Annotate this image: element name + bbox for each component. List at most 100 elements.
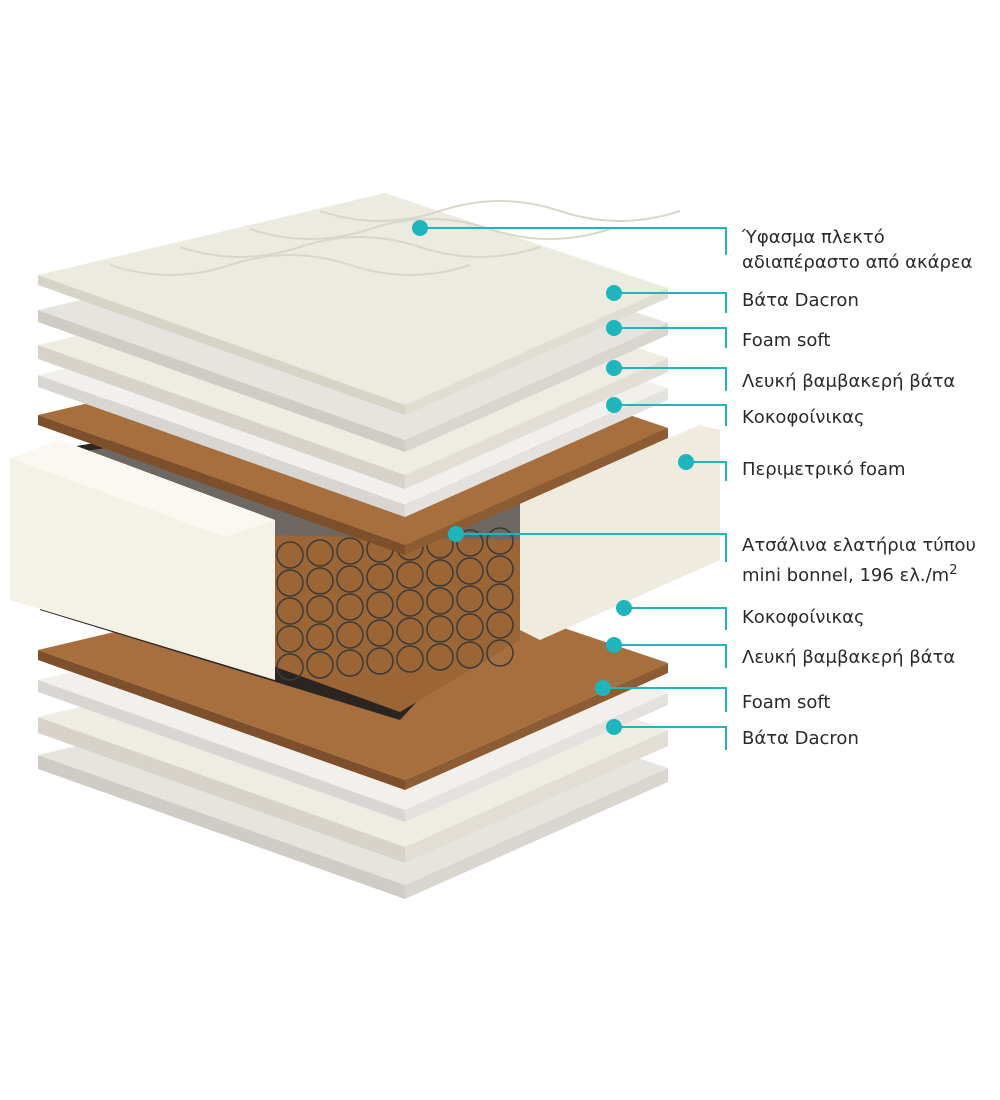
dacron-top-left-face — [38, 310, 405, 452]
spring-coil — [366, 563, 394, 591]
spring-coil — [456, 641, 484, 669]
spring-coil — [366, 591, 394, 619]
callout-dot — [606, 719, 622, 735]
callout-leader-line — [614, 292, 727, 313]
callout-dot — [412, 220, 428, 236]
spring-coil — [486, 611, 514, 639]
label-line: Ατσάλινα ελατήρια τύπου — [742, 535, 976, 556]
callout-leader-line — [603, 687, 727, 712]
callout-dot — [595, 680, 611, 696]
callout-dot — [678, 454, 694, 470]
label-dacron-top: Βάτα Dacron — [742, 290, 859, 311]
coconut-bottom-left-face — [38, 650, 405, 790]
callout-dot — [606, 320, 622, 336]
spring-coil — [486, 583, 514, 611]
spring-coil — [276, 653, 304, 681]
spring-coil — [336, 649, 364, 677]
spring-coil — [456, 613, 484, 641]
foam-soft-top-right-face — [405, 358, 668, 489]
label-coconut-bottom: Κοκοφοίνικας — [742, 607, 865, 628]
callout-leader-line — [624, 607, 727, 630]
callout-dot — [606, 285, 622, 301]
callout-dot — [606, 397, 622, 413]
label-springs: Ατσάλινα ελατήρια τύπου mini bonnel, 196… — [742, 533, 976, 588]
callout-leader-line — [614, 367, 727, 391]
spring-coil — [276, 569, 304, 597]
spring-coil — [396, 589, 424, 617]
spring-coil — [336, 537, 364, 565]
cotton-bottom-left-face — [38, 680, 405, 822]
foam-soft-bottom-right-face — [405, 730, 668, 863]
spring-coil — [306, 567, 334, 595]
cotton-bottom-right-face — [405, 693, 668, 822]
spring-coil — [366, 619, 394, 647]
spring-coil — [426, 615, 454, 643]
spring-coil — [336, 565, 364, 593]
spring-coil — [276, 625, 304, 653]
label-line: Ύφασμα πλεκτό — [742, 227, 885, 248]
callout-leader-line — [686, 461, 727, 481]
spring-coil — [336, 593, 364, 621]
spring-coil — [336, 621, 364, 649]
spring-coil — [486, 639, 514, 667]
spring-coil — [396, 617, 424, 645]
cotton-top-left-face — [38, 375, 405, 517]
spring-coil — [306, 623, 334, 651]
callout-leader-line — [456, 533, 727, 562]
callout-leader-line — [614, 327, 727, 348]
knit-fabric-top-face — [38, 193, 668, 405]
callout-leader-line — [420, 227, 727, 255]
callout-dot — [606, 360, 622, 376]
knit-fabric-right-face — [405, 288, 668, 415]
spring-coil — [426, 643, 454, 671]
callout-dot — [448, 526, 464, 542]
label-coconut-top: Κοκοφοίνικας — [742, 407, 865, 428]
dacron-top-right-face — [405, 323, 668, 452]
quilt-pattern — [109, 254, 471, 276]
spring-coil — [486, 555, 514, 583]
label-foam-soft-bottom: Foam soft — [742, 692, 831, 713]
callout-leader-line — [614, 726, 727, 750]
label-knit-fabric: Ύφασμα πλεκτό αδιαπέραστο από ακάρεα — [742, 225, 972, 275]
cotton-top-right-face — [405, 388, 668, 517]
callout-dot — [606, 637, 622, 653]
callout-leader-line — [614, 404, 727, 426]
spring-coil — [426, 587, 454, 615]
label-perimeter-foam: Περιμετρικό foam — [742, 459, 906, 480]
spring-coil — [306, 539, 334, 567]
dacron-bottom-right-face — [405, 768, 668, 899]
quilt-pattern — [249, 218, 611, 240]
coconut-top-right-face — [405, 428, 668, 555]
spring-coil — [456, 529, 484, 557]
spring-coil — [396, 645, 424, 673]
quilt-pattern — [319, 200, 681, 222]
label-cotton-top: Λευκή βαμβακερή βάτα — [742, 371, 956, 392]
dacron-bottom-left-face — [38, 755, 405, 899]
spring-coil — [306, 651, 334, 679]
spring-coil — [396, 561, 424, 589]
spring-coil — [456, 585, 484, 613]
label-line: mini bonnel, 196 ελ./m2 — [742, 558, 976, 588]
spring-coil — [366, 647, 394, 675]
spring-coil — [276, 541, 304, 569]
spring-coil — [426, 559, 454, 587]
spring-coil — [456, 557, 484, 585]
knit-fabric-left-face — [38, 275, 405, 415]
coconut-top-left-face — [38, 415, 405, 555]
perimeter-foam-right — [520, 425, 720, 640]
label-cotton-bottom: Λευκή βαμβακερή βάτα — [742, 647, 956, 668]
quilt-pattern — [179, 236, 541, 258]
label-foam-soft-top: Foam soft — [742, 330, 831, 351]
label-line: αδιαπέραστο από ακάρεα — [742, 252, 973, 273]
callout-leader-line — [614, 644, 727, 668]
label-text: mini bonnel, 196 ελ./m — [742, 565, 950, 586]
spring-coil — [486, 527, 514, 555]
label-dacron-bottom: Βάτα Dacron — [742, 728, 859, 749]
perimeter-foam-left-top — [10, 440, 275, 537]
spring-coil — [306, 595, 334, 623]
foam-soft-top-left-face — [38, 345, 405, 489]
spring-coil — [276, 597, 304, 625]
foam-soft-bottom-left-face — [38, 717, 405, 863]
